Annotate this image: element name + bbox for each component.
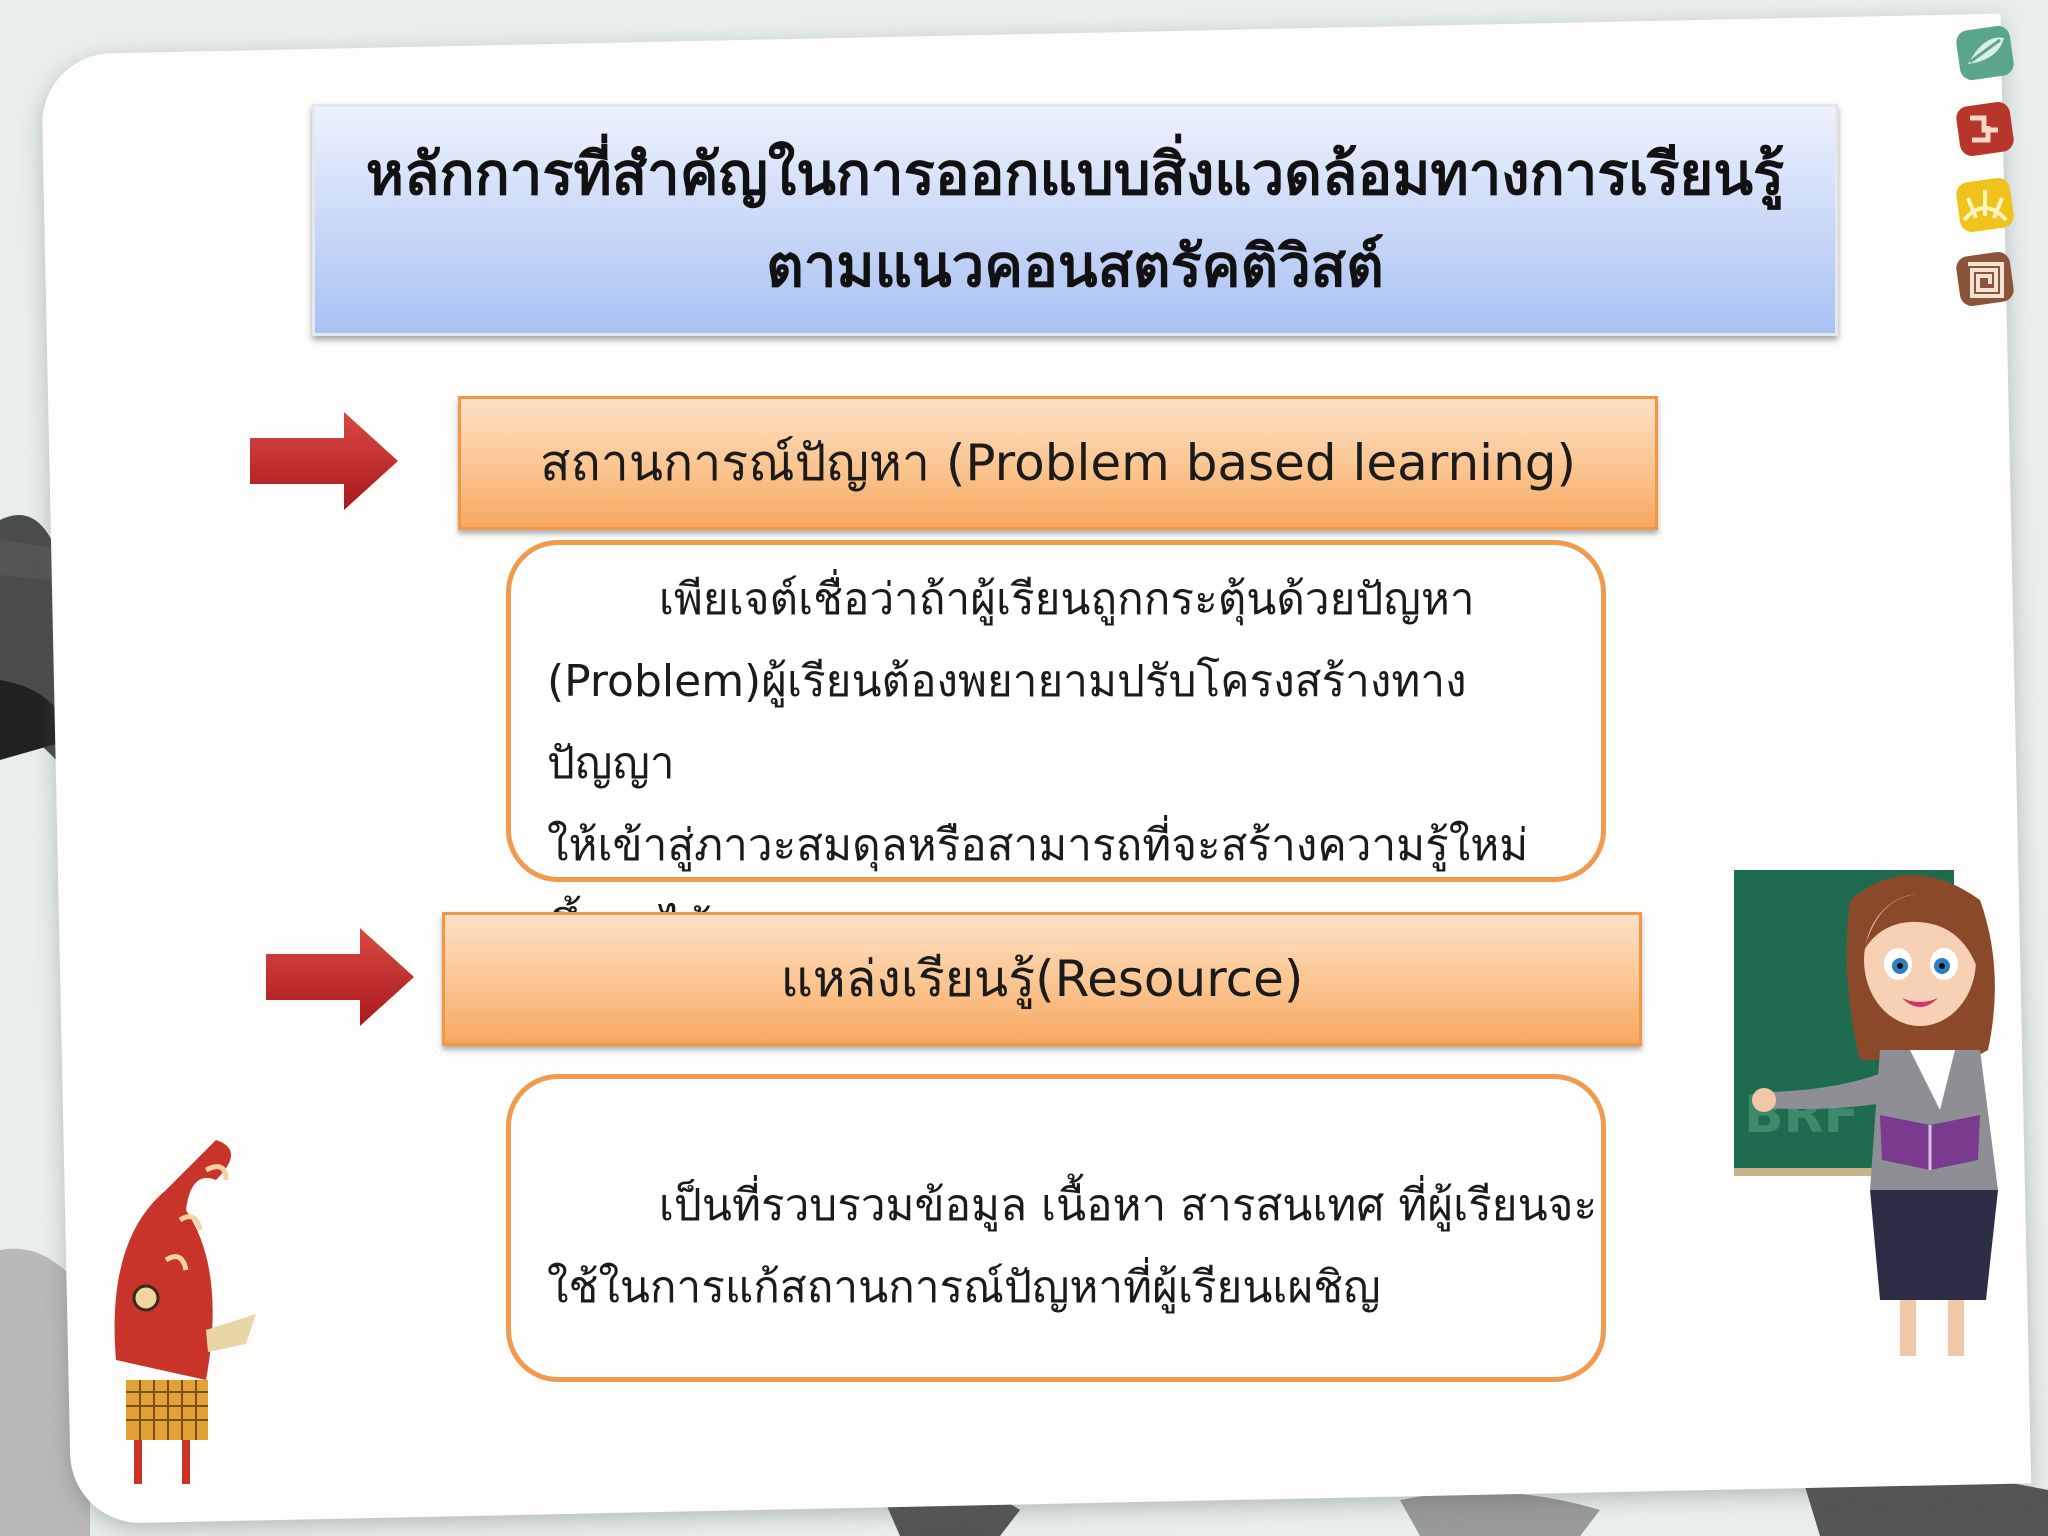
body-line: เป็นที่รวบรวมข้อมูล เนื้อหา สารสนเทศ ที่… — [547, 1180, 1598, 1231]
body-line: เพียเจต์เชื่อว่าถ้าผู้เรียนถูกกระตุ้นด้ว… — [547, 574, 1475, 625]
section-body-resource: เป็นที่รวบรวมข้อมูล เนื้อหา สารสนเทศ ที่… — [506, 1074, 1606, 1382]
section-body-problem: เพียเจต์เชื่อว่าถ้าผู้เรียนถูกกระตุ้นด้ว… — [506, 540, 1606, 953]
spiral-tile-icon — [1956, 252, 2014, 306]
sun-tile-icon — [1956, 178, 2014, 232]
slide-title-box: หลักการที่สำคัญในการออกแบบสิ่งแวดล้อมทาง… — [312, 104, 1838, 336]
leaf-tile-icon — [1956, 26, 2014, 80]
teacher-illustration: BRF — [1734, 870, 1998, 1356]
body-line: ให้เข้าสู่ภาวะสมดุลหรือสามารถที่จะสร้างค… — [547, 820, 1529, 871]
right-arrow-icon — [250, 412, 398, 510]
title-line-1: หลักการที่สำคัญในการออกแบบสิ่งแวดล้อมทาง… — [365, 140, 1785, 208]
section-heading-resource: แหล่งเรียนรู้(Resource) — [442, 912, 1642, 1046]
body-line: ใช้ในการแก้สถานการณ์ปัญหาที่ผู้เรียนเผชิ… — [547, 1262, 1381, 1313]
title-line-2: ตามแนวคอนสตรัคติวิสต์ — [766, 232, 1384, 300]
mascot-illustration — [114, 1140, 256, 1484]
pattern-tile-icon — [1956, 102, 2014, 156]
section-heading-problem: สถานการณ์ปัญหา (Problem based learning) — [458, 396, 1658, 530]
slide-title: หลักการที่สำคัญในการออกแบบสิ่งแวดล้อมทาง… — [366, 128, 1784, 312]
right-arrow-icon — [266, 928, 414, 1026]
body-line: (Problem)ผู้เรียนต้องพยายามปรับโครงสร้าง… — [547, 656, 1467, 789]
